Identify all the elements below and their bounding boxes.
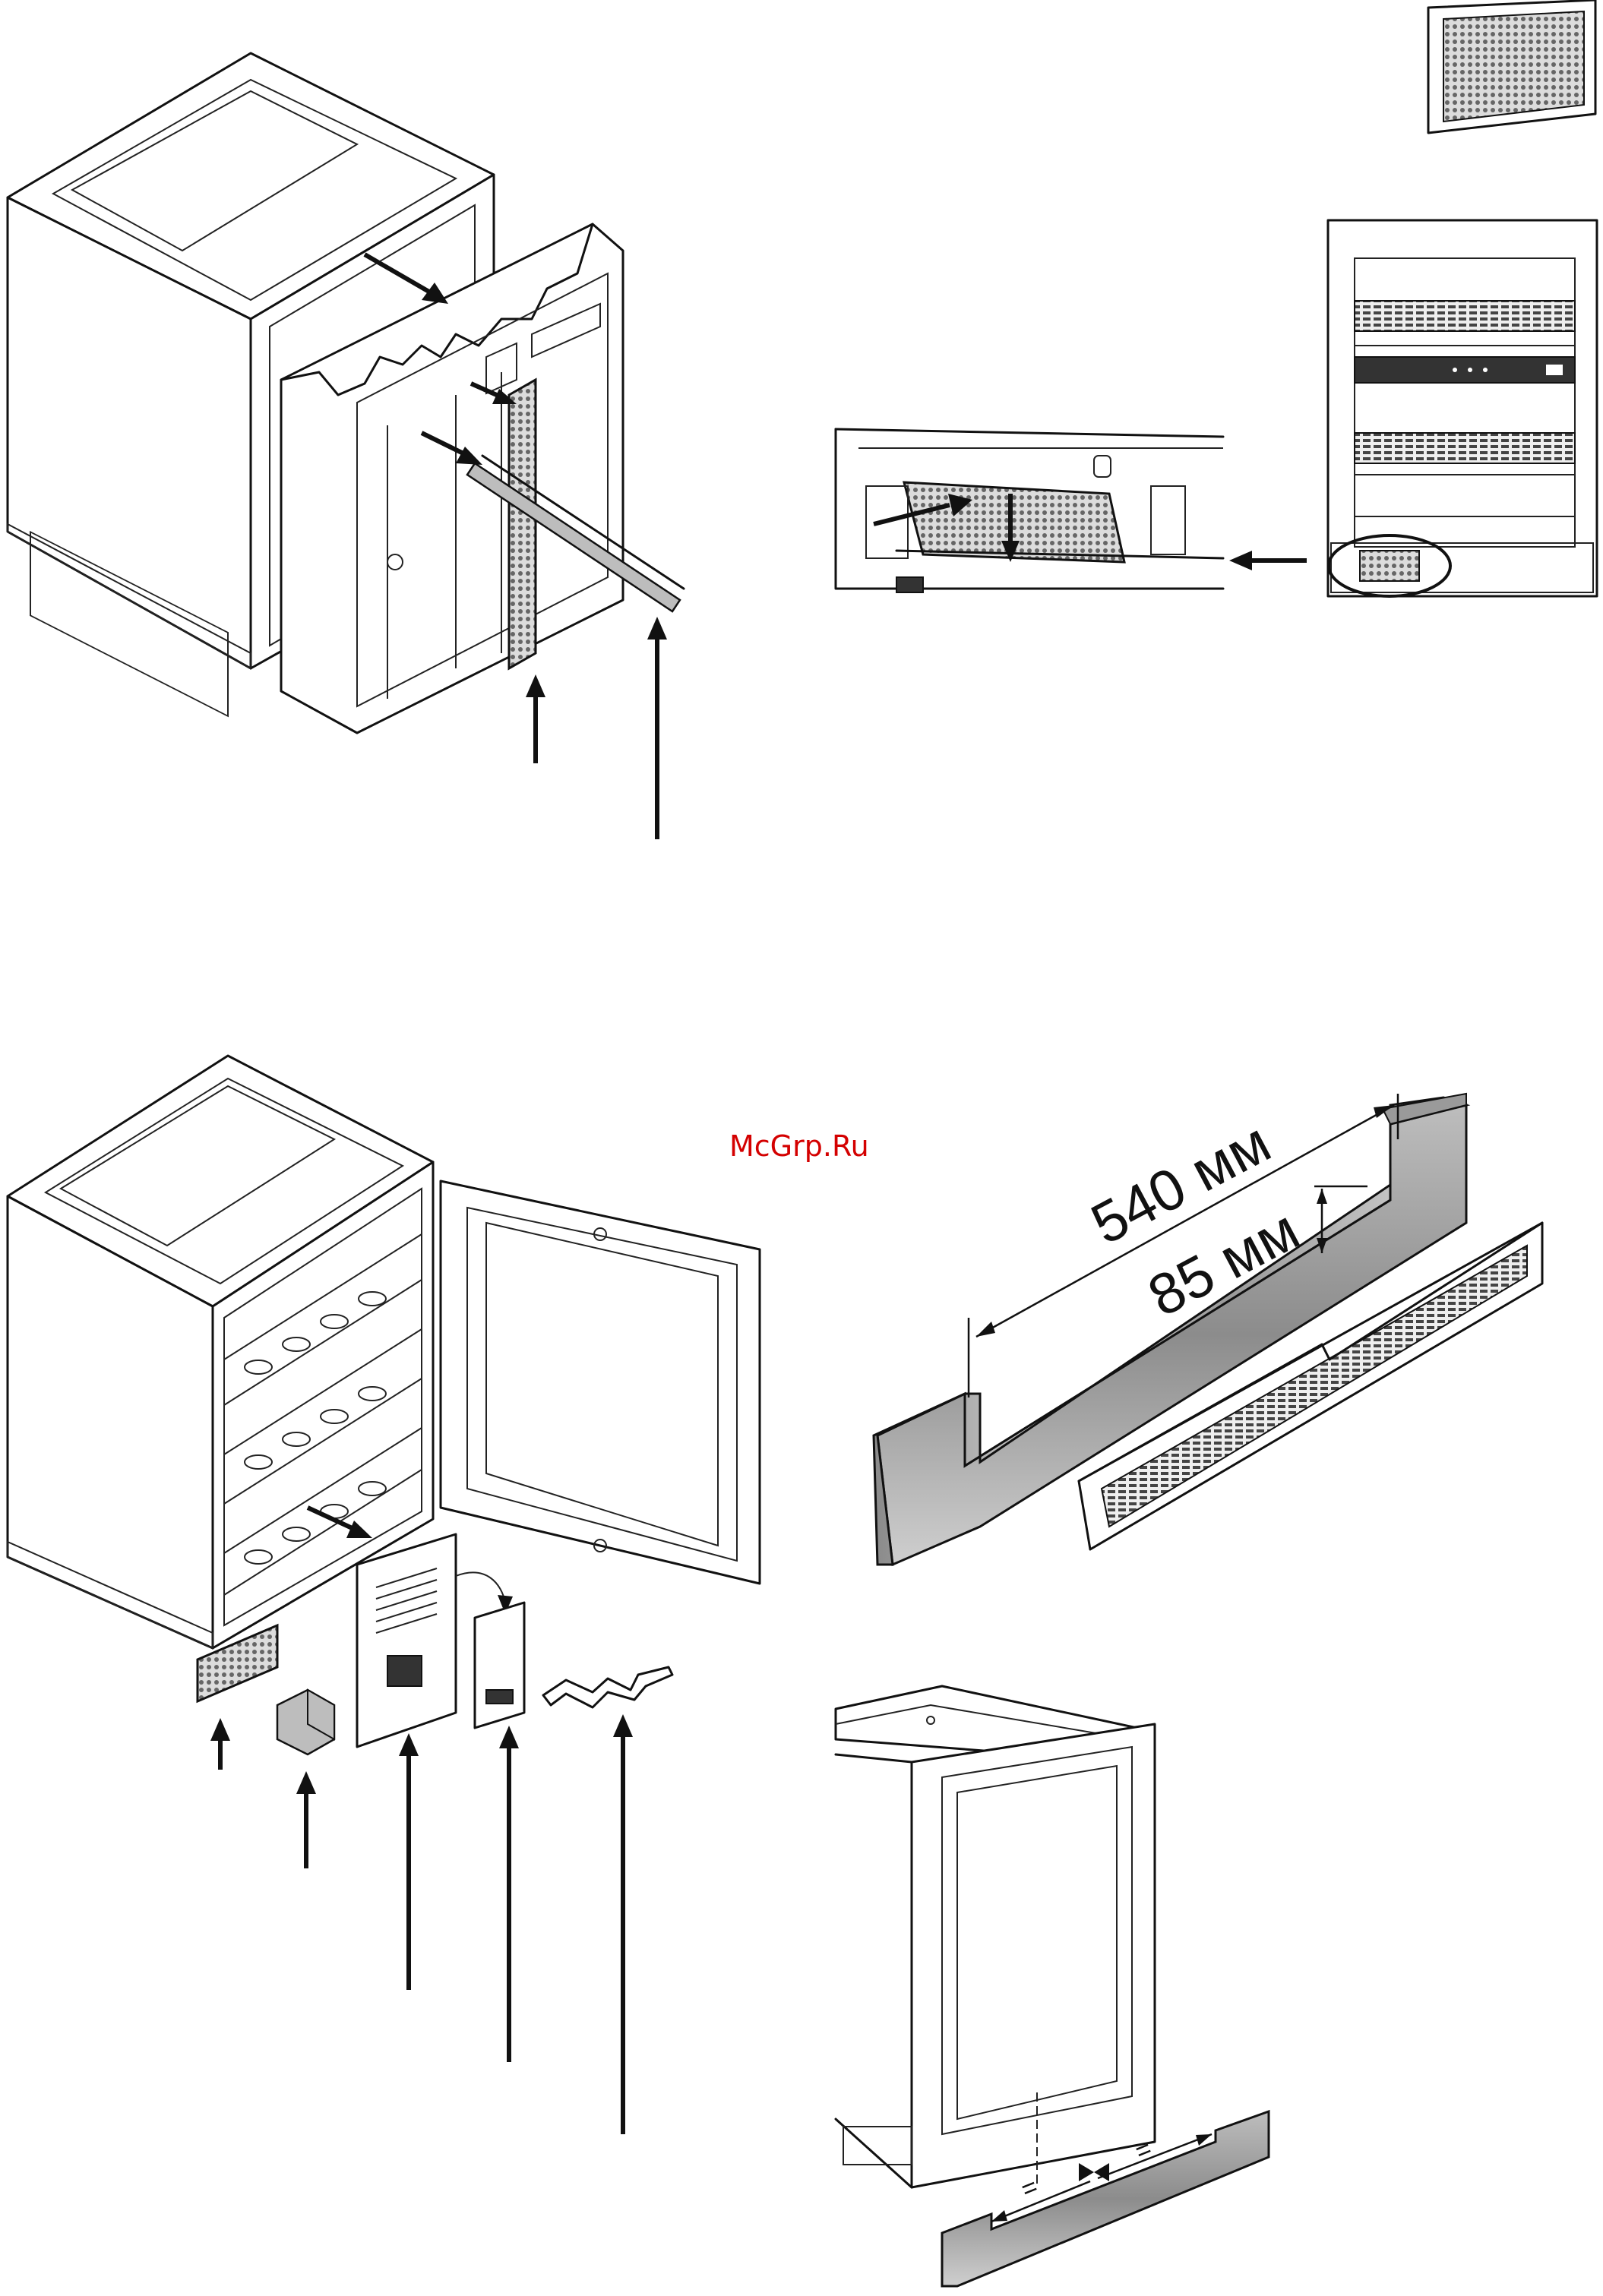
- plinth-detail-view: [836, 429, 1223, 592]
- watermark: McGrp.Ru: [729, 1129, 869, 1163]
- appliance-front-view: [1328, 220, 1597, 596]
- appliance-centering-diagram: = =: [836, 1686, 1269, 2286]
- equal-mark-left: =: [1017, 2172, 1042, 2205]
- appliance-with-packaging: [8, 53, 684, 733]
- niche-dimension-diagram: 540 мм 85 мм: [874, 1094, 1542, 1565]
- callout-arrows-top-left: [526, 617, 667, 839]
- bracket-part: [543, 1667, 672, 1707]
- callout-arrows-accessories: [210, 1714, 633, 2134]
- manual-booklet-part: [357, 1534, 456, 1747]
- screw-bag-part: [475, 1603, 524, 1728]
- filter-part: [1428, 0, 1595, 133]
